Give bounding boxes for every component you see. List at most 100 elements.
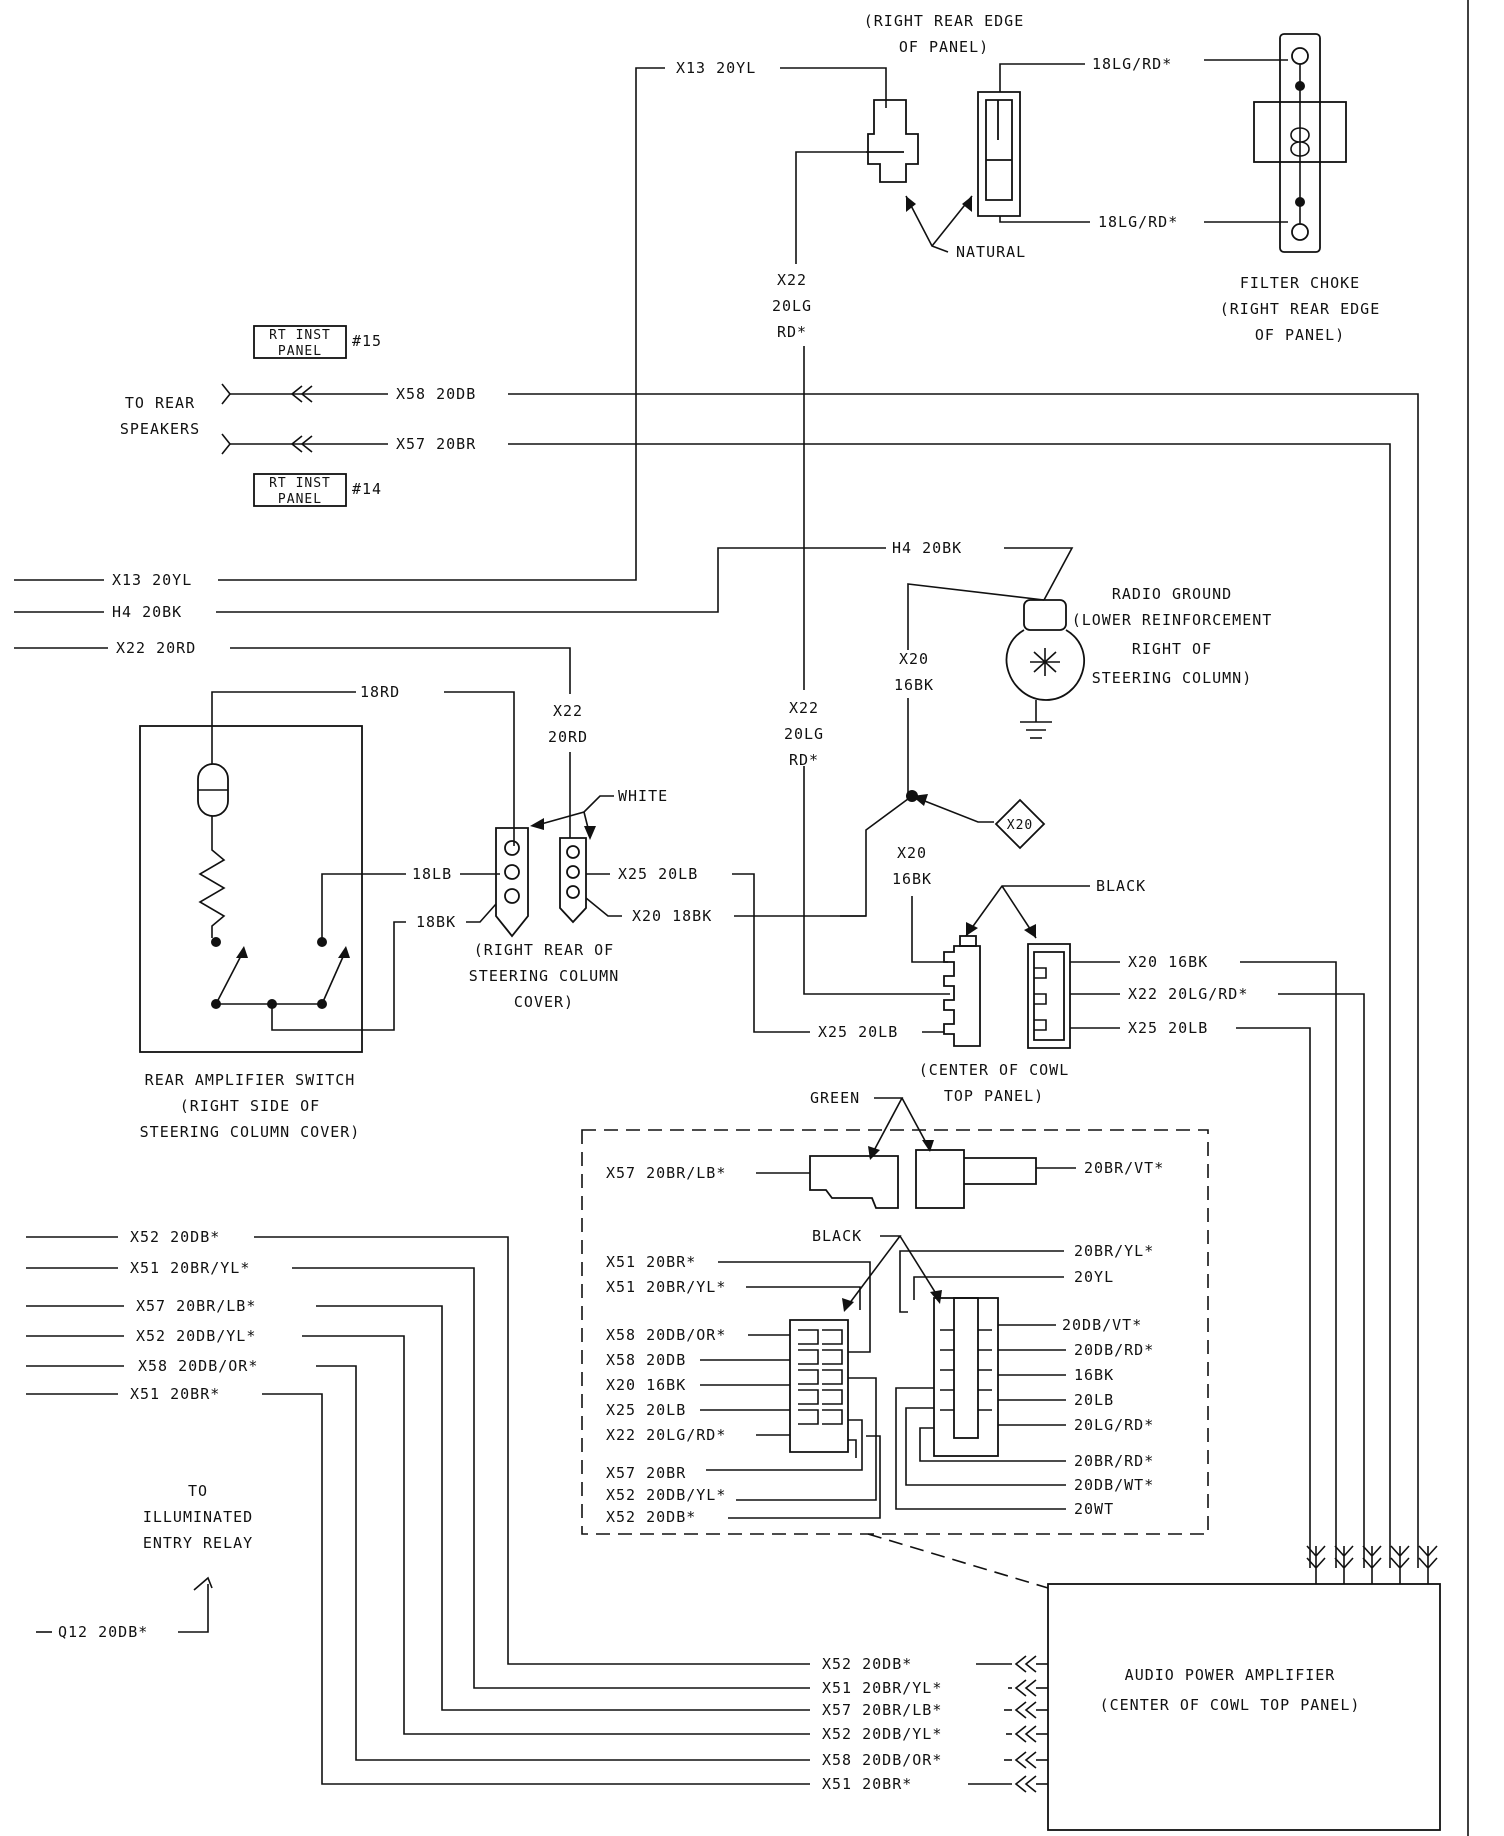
box-right-wire-10: 20WT [1074, 1500, 1114, 1518]
h4-ground-wire [1004, 547, 1074, 601]
filter-choke-label-3: OF PANEL) [1255, 326, 1345, 344]
18bk-wire [271, 921, 406, 1031]
x20-upper-1: X20 [899, 650, 929, 668]
arrow-head [868, 1146, 880, 1160]
x57-box-right-label: 20BR/VT* [1084, 1159, 1164, 1177]
cowl-connector-right [1027, 943, 1071, 1049]
x22-mid-3: RD* [789, 751, 819, 769]
amp-input-5: X58 20DB/OR* [822, 1751, 942, 1769]
column-connector-group: X22 20RD WHITE X25 20LB X20 18BK (RIGHT … [469, 702, 866, 1033]
bundle-wire [292, 1267, 810, 1689]
box-right-wire-1: 20BR/YL* [1074, 1242, 1154, 1260]
green-connector-tail [964, 1157, 1037, 1185]
left-bundle-6: X51 20BR* [130, 1385, 220, 1403]
box-left-wire-2: X51 20BR/YL* [606, 1278, 726, 1296]
filter-choke-group: FILTER CHOKE (RIGHT REAR EDGE OF PANEL) [1220, 33, 1379, 344]
black-connector-right-pins [940, 1329, 992, 1411]
box-right-wire-5: 16BK [1074, 1366, 1114, 1384]
entry-relay-label-2: ILLUMINATED [143, 1508, 253, 1526]
box-left-wire-7: X22 20LG/RD* [606, 1426, 726, 1444]
cowl-pins [1034, 967, 1047, 1031]
arrow-head [966, 922, 978, 936]
cowl-latch [959, 935, 977, 947]
x20-upper-2: 16BK [894, 676, 934, 694]
cowl-right-wire-1: X20 16BK [1128, 953, 1208, 971]
x22-column-2: 20RD [548, 728, 588, 746]
q12-wire [178, 1584, 209, 1633]
x13-down-wire [635, 67, 665, 572]
black-connector-right-core [953, 1297, 979, 1439]
18bk-wire-right [466, 903, 497, 923]
top-connector-group: (RIGHT REAR EDGE OF PANEL) X13 20YL 18LG… [635, 12, 1288, 690]
switch-label-1: REAR AMPLIFIER SWITCH [145, 1071, 356, 1089]
splice-box-15 [253, 325, 347, 359]
natural-connector-female [977, 91, 1021, 217]
black-box-pointer-2 [899, 1235, 941, 1301]
amplifier-label-2: (CENTER OF COWL TOP PANEL) [1100, 1696, 1361, 1714]
x20-lower-wire [911, 896, 948, 963]
amplifier-box [1047, 1583, 1441, 1831]
natural-connector-male [867, 99, 919, 183]
box-right-wire-6: 20LB [1074, 1391, 1114, 1409]
x20-lower-2: 16BK [892, 870, 932, 888]
box-wire [706, 1419, 863, 1471]
x57-box-left-label: X57 20BR/LB* [606, 1164, 726, 1182]
box-right-wire-4: 20DB/RD* [1074, 1341, 1154, 1359]
amp-input-2: X51 20BR/YL* [822, 1679, 942, 1697]
bundle-wire [316, 1365, 810, 1761]
x20-ground-wire [907, 583, 1045, 650]
h4-left-label: H4 20BK [112, 603, 182, 621]
splice-14-line2: PANEL [278, 492, 322, 507]
amp-dashed-link [867, 1533, 1049, 1589]
splice-14-line1: RT INST [269, 476, 331, 491]
arrow-head [912, 794, 928, 806]
green-label: GREEN [810, 1089, 860, 1107]
amp-input-6: X51 20BR* [822, 1775, 912, 1793]
dashed-boundary [581, 1129, 1209, 1535]
arrow-head [530, 818, 544, 830]
choke-coil-icon [1290, 127, 1310, 157]
left-bundle-5: X58 20DB/OR* [138, 1357, 258, 1375]
black-box-pointer [845, 1235, 902, 1309]
box-left-wire-4: X58 20DB [606, 1351, 686, 1369]
dashed-connector-box: GREEN X57 20BR/LB* 20BR/VT* BLACK X51 20… [581, 1089, 1209, 1535]
cowl-connector-group: BLACK X25 20LB X20 16BK X22 20LG/RD* X25… [803, 766, 1365, 1568]
amp-input-4: X52 20DB/YL* [822, 1725, 942, 1743]
connector-chevron-icon [1362, 1545, 1382, 1584]
amp-top-connectors [1306, 1545, 1438, 1584]
amplifier-group: AUDIO POWER AMPLIFIER (CENTER OF COWL TO… [822, 1545, 1441, 1831]
box-left-wire-10: X52 20DB* [606, 1508, 696, 1526]
x20-column-label: X20 18BK [632, 907, 712, 925]
speaker-terminal-icon [221, 433, 232, 455]
connector-chevron-icon [1390, 1545, 1410, 1584]
x25-cowl-left-label: X25 20LB [818, 1023, 898, 1041]
x25-cowl-trunk [1236, 1027, 1311, 1568]
x25-column-wire-right [732, 873, 810, 1033]
green-connector-female [915, 1149, 965, 1209]
ground-symbol-icon [1020, 721, 1052, 739]
splice-box-14 [253, 473, 347, 507]
box-wire [746, 1286, 861, 1310]
x13-top-label: X13 20YL [676, 59, 756, 77]
pin [566, 885, 580, 899]
white-pointer [533, 795, 614, 827]
box-wire [899, 1250, 1064, 1313]
x22-mid-1: X22 [789, 699, 819, 717]
arrow-head [338, 946, 350, 958]
x20-splice-tag [994, 798, 1046, 850]
arrow-head [962, 196, 972, 212]
x22-cowl-trunk [1278, 993, 1365, 1568]
x20-cowl-trunk [1240, 961, 1337, 1568]
18lg-bottom-wire [999, 216, 1090, 223]
filter-choke-body [1279, 33, 1321, 253]
box-wire [848, 1439, 857, 1458]
radio-ground-label-4: STEERING COLUMN) [1092, 669, 1253, 687]
arrow-head [922, 1140, 934, 1152]
arrow-head [842, 1298, 854, 1312]
h4-left-wire-right [216, 547, 886, 613]
box-left-wire-5: X20 16BK [606, 1376, 686, 1394]
rear-speakers-label-1: TO REAR [125, 394, 195, 412]
amp-input-1: X52 20DB* [822, 1655, 912, 1673]
x57-speaker-wire-right [508, 443, 1391, 1568]
arrow-head [930, 1290, 942, 1304]
